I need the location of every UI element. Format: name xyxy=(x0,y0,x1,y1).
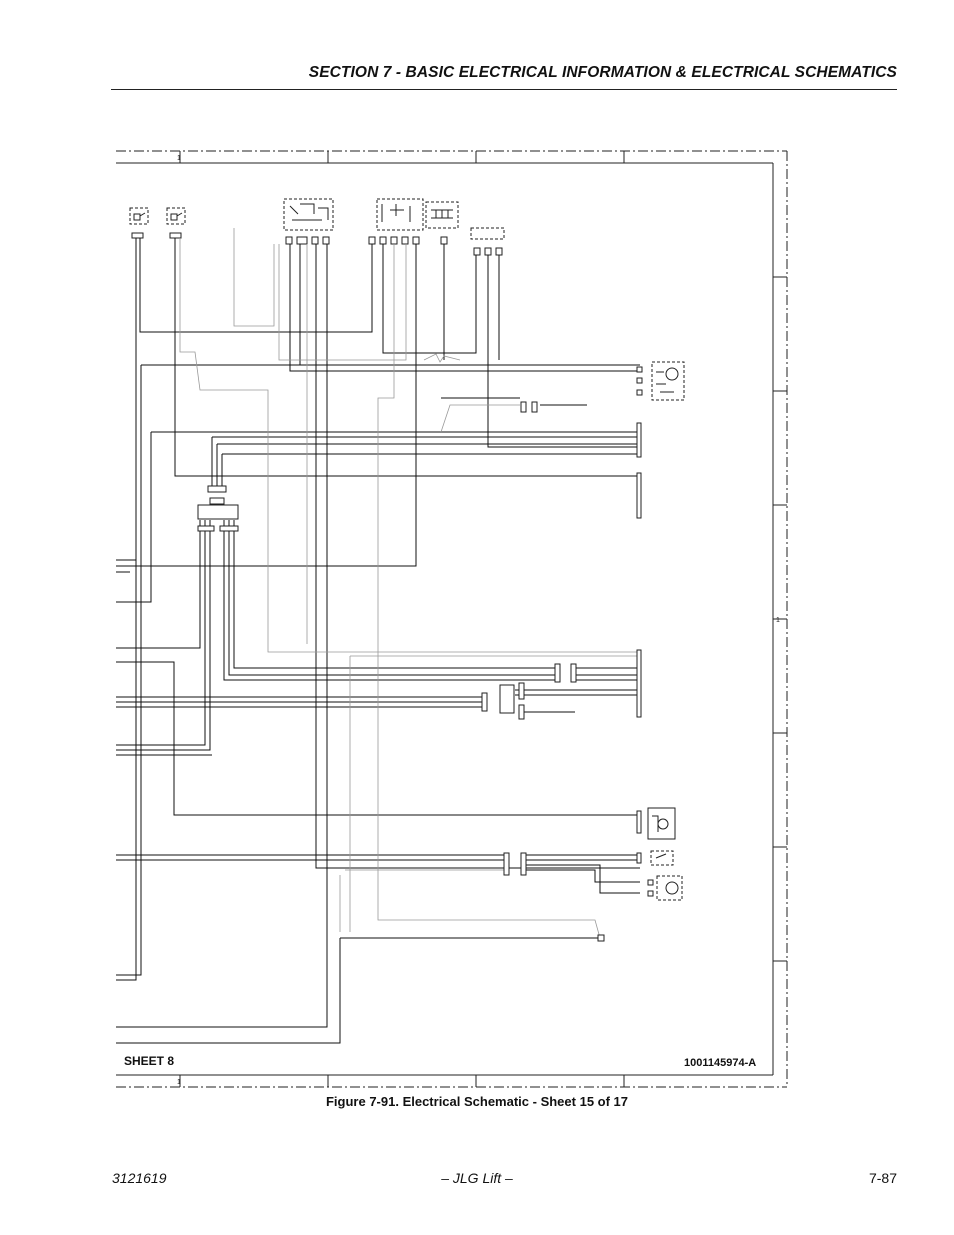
company-name: – JLG Lift – xyxy=(441,1170,513,1186)
zone-mark-top: 1 xyxy=(177,155,181,162)
section-title: SECTION 7 - BASIC ELECTRICAL INFORMATION… xyxy=(308,64,897,81)
sheet-label: SHEET 8 xyxy=(124,1054,175,1068)
page-number: 7-87 xyxy=(868,1170,897,1186)
figure-caption: Figure 7-91. Electrical Schematic - Shee… xyxy=(325,1094,628,1109)
zone-mark-bottom: 1 xyxy=(177,1079,181,1086)
zone-mark-right: 1 xyxy=(776,617,780,624)
document-number: 3121619 xyxy=(112,1170,167,1186)
drawing-number: 1001145974-A xyxy=(684,1057,757,1069)
header-divider xyxy=(111,89,897,90)
